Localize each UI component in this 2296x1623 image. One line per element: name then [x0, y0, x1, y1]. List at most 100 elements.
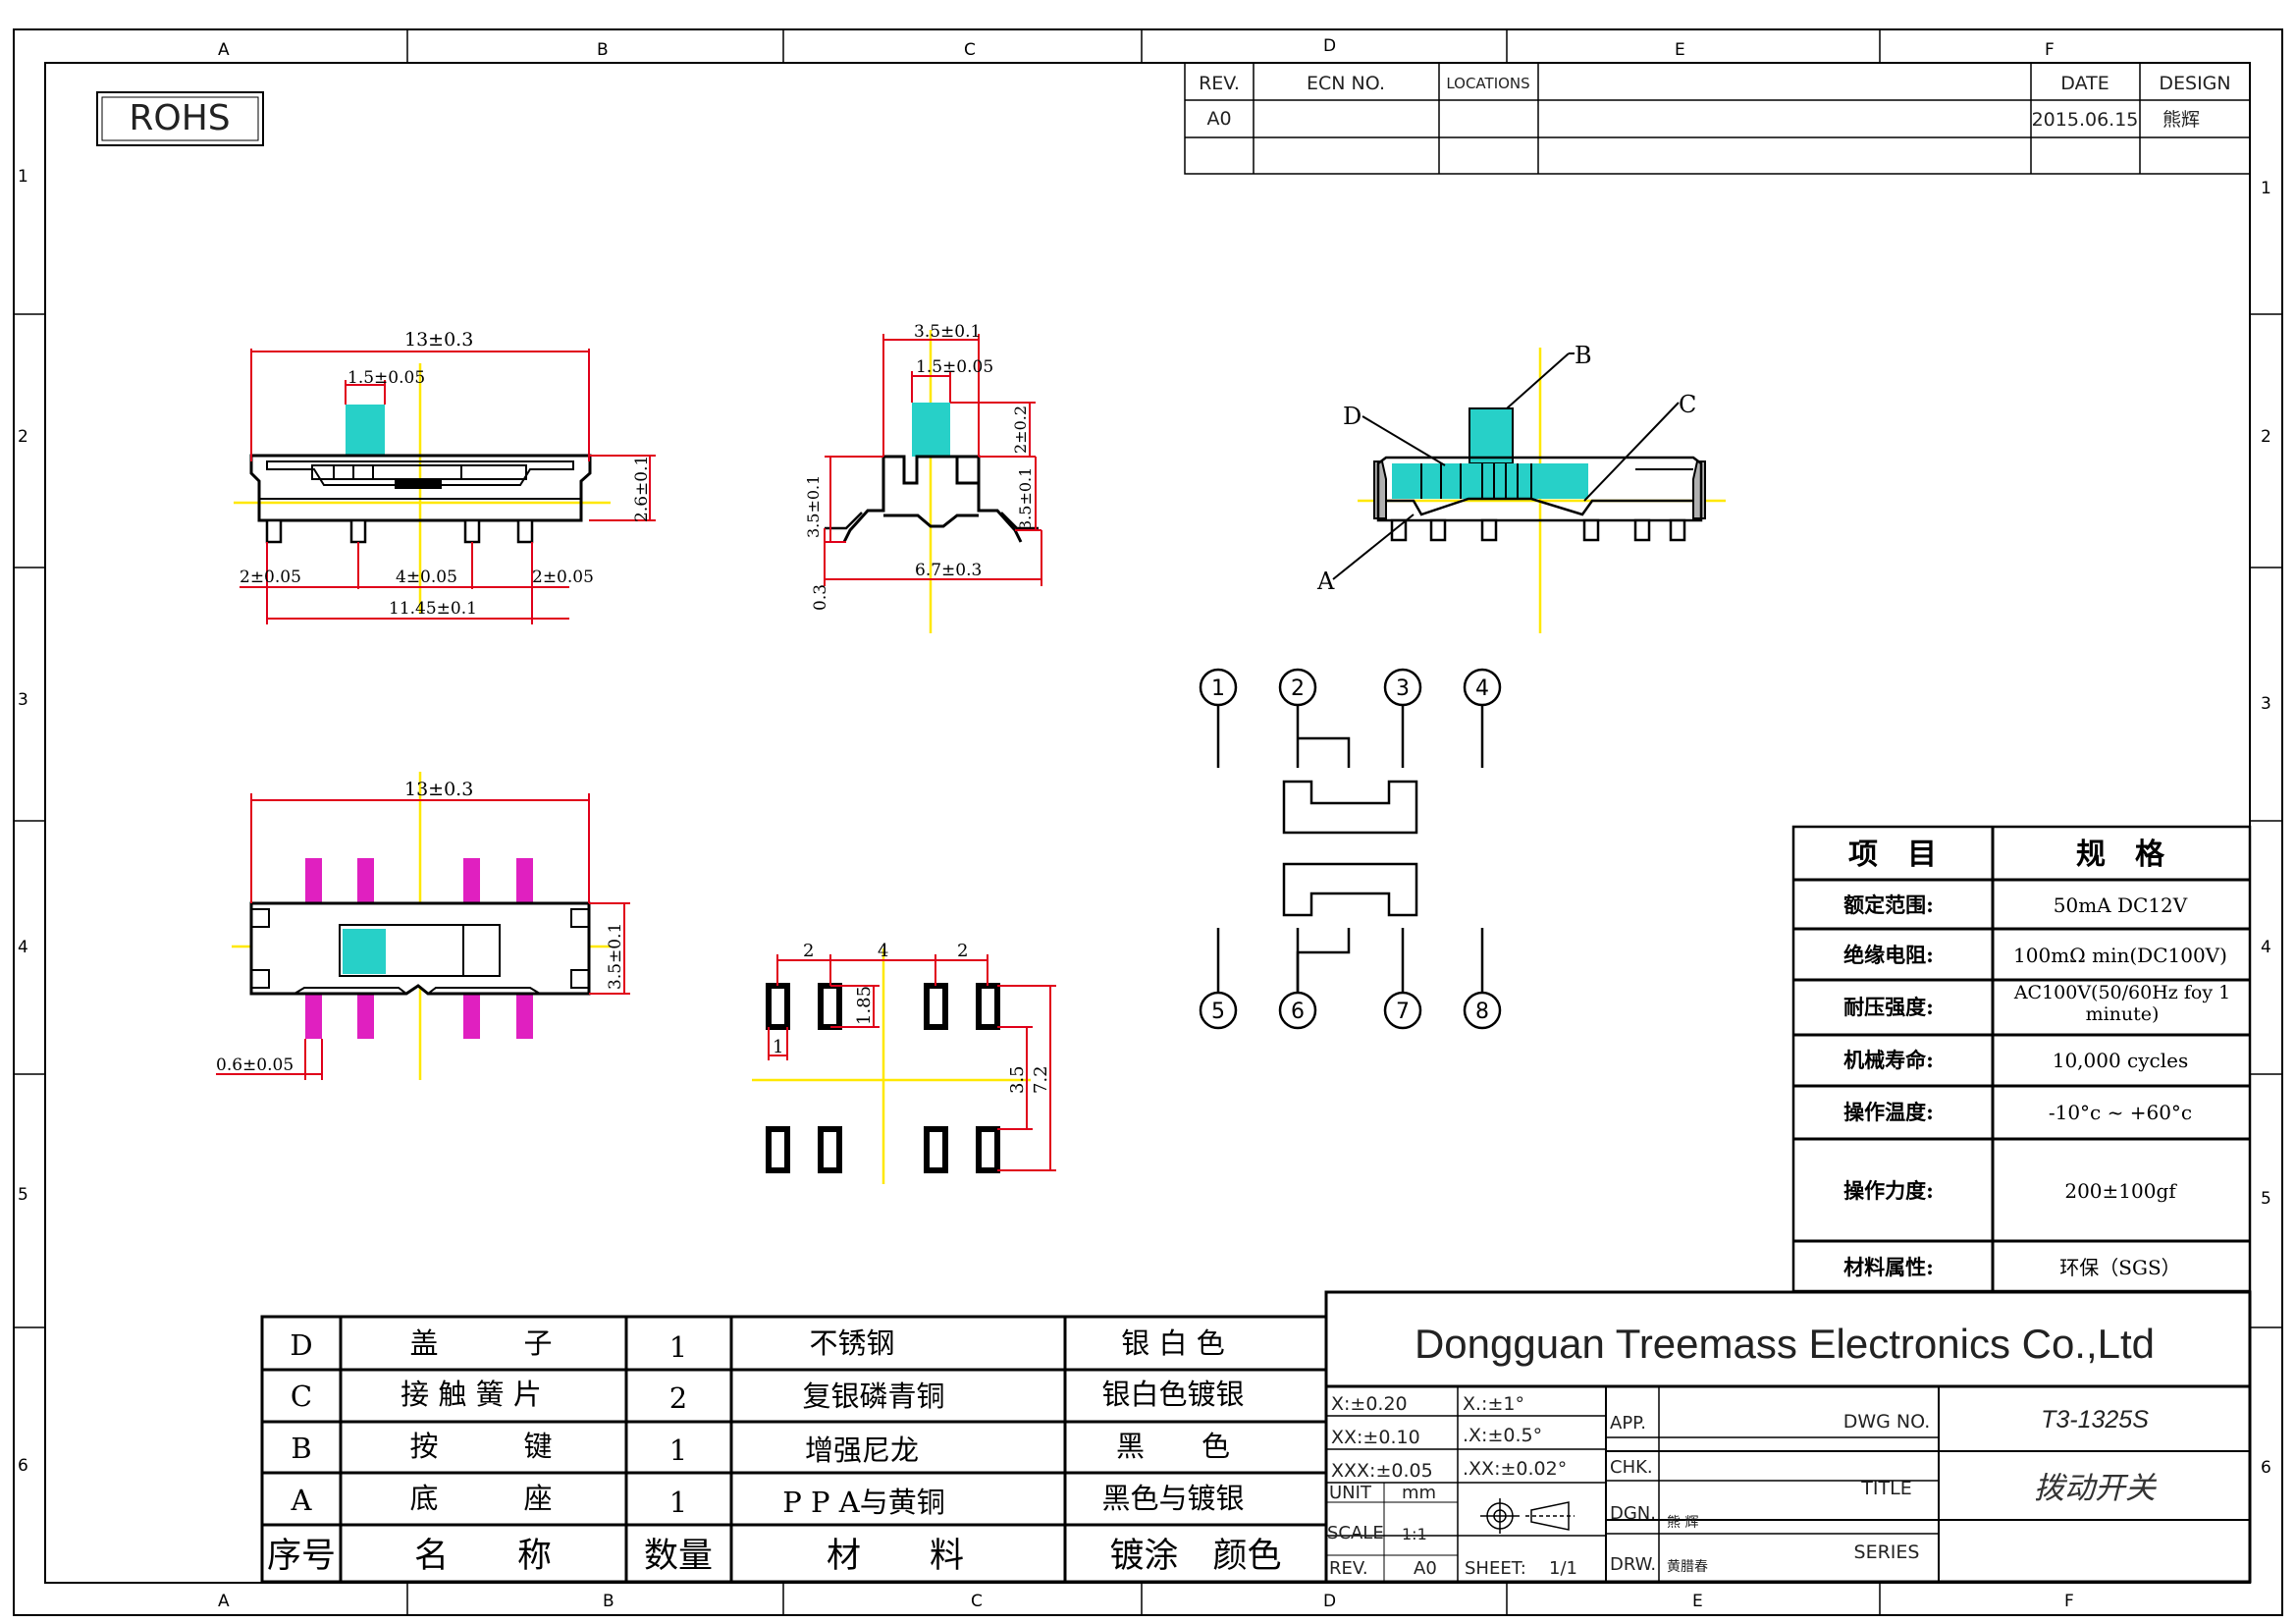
- callout-leaders: [1332, 352, 1680, 580]
- rev-header: REV.: [1199, 73, 1240, 94]
- pad-width-label: 1: [773, 1037, 783, 1057]
- bom-row-material: 复银磷青铜: [802, 1380, 944, 1413]
- zone-row-label: 1: [18, 167, 28, 187]
- spec-material-value: 环保（SGS）: [2059, 1256, 2180, 1279]
- side-button-label: 1.5±0.05: [916, 357, 993, 377]
- tolerance-angle-xxx: .XX:±0.02°: [1463, 1458, 1567, 1480]
- date-value: 2015.06.15: [2032, 109, 2139, 131]
- spec-withstand-value-box: AC100V(50/60Hz foy 1 minute): [2013, 982, 2231, 1025]
- bom-row-name: 接 触 簧 片: [400, 1378, 542, 1411]
- company-name: Dongguan Treemass Electronics Co.,Ltd: [1415, 1321, 2155, 1367]
- bom-header-name: 名 称: [414, 1537, 552, 1576]
- unit-label: UNIT: [1329, 1483, 1372, 1503]
- spec-rated-range-value: 50mA DC12V: [2054, 893, 2188, 917]
- bom-row-code: D: [290, 1328, 312, 1362]
- bom-header-material: 材 料: [827, 1537, 964, 1576]
- rohs-stamp: ROHS: [96, 91, 264, 146]
- zone-row-label: 3: [2261, 694, 2271, 714]
- projection-symbol: [1480, 1498, 1575, 1534]
- bom-row-finish: 黑色与镀银: [1101, 1482, 1244, 1515]
- zone-ticks: [14, 29, 2282, 1615]
- top-pin-label: 0.6±0.05: [216, 1055, 294, 1075]
- spec-temp-label: 操作温度:: [1843, 1100, 1934, 1124]
- side-view: 3.5±0.1 1.5±0.05 2±0.2 3.5±0.1 3.5±0.1 6…: [804, 322, 1042, 633]
- pin-4-label: 4: [1475, 676, 1489, 701]
- zone-col-label: D: [1323, 1592, 1336, 1611]
- bom-row-material: P P A与黄铜: [782, 1486, 944, 1519]
- bom-row-code: B: [291, 1432, 311, 1465]
- section-slider: [1392, 463, 1588, 499]
- zone-row-label: 5: [2261, 1189, 2271, 1209]
- zone-col-label: A: [218, 40, 230, 60]
- zone-labels-bottom: A B C D E F: [218, 1592, 2074, 1611]
- zone-row-label: 3: [18, 690, 28, 710]
- spec-rated-range-label: 额定范围:: [1843, 893, 1934, 917]
- bom-row-material: 不锈钢: [809, 1326, 894, 1360]
- ecn-header: ECN NO.: [1307, 73, 1385, 94]
- section-view: B C D A: [1316, 342, 1726, 633]
- zone-row-label: 2: [2261, 427, 2271, 447]
- zone-labels-left: 1 2 3 4 5 6: [18, 167, 28, 1476]
- sheet-label: SHEET:: [1465, 1558, 1526, 1579]
- revision-table: [1184, 62, 2251, 175]
- footprint-pads: [766, 983, 1000, 1173]
- side-base-label: 6.7±0.3: [915, 561, 982, 580]
- scale-value: 1:1: [1402, 1525, 1427, 1543]
- tolerance-xxx: XXX:±0.05: [1331, 1460, 1433, 1482]
- front-width-label: 13±0.3: [404, 329, 473, 351]
- side-button: [912, 403, 950, 457]
- zone-col-label: D: [1323, 36, 1336, 56]
- zone-col-label: F: [2045, 40, 2055, 60]
- design-header: DESIGN: [2159, 73, 2230, 94]
- top-width-label: 13±0.3: [404, 779, 473, 800]
- bom-row-qty: 1: [669, 1486, 687, 1519]
- title-block-text: Dongguan Treemass Electronics Co.,Ltd X:…: [1327, 1321, 2158, 1579]
- spec-force-label: 操作力度:: [1843, 1178, 1934, 1203]
- top-pins: [305, 858, 533, 1039]
- bom-row-code: C: [291, 1380, 312, 1413]
- pin-3-label: 3: [1396, 676, 1410, 701]
- spec-table-text: 项 目 规 格 额定范围: 50mA DC12V 绝缘电阻: 100mΩ min…: [1843, 838, 2231, 1279]
- bom-row-qty: 2: [669, 1381, 687, 1415]
- spec-withstand-label: 耐压强度:: [1843, 995, 1934, 1019]
- side-dimensions: [824, 334, 1042, 586]
- side-top-label: 3.5±0.1: [914, 322, 981, 342]
- pad-pitch-right-label: 2: [957, 941, 968, 961]
- spec-value-header: 规 格: [2076, 838, 2165, 872]
- zone-labels-top: A B C D E F: [218, 36, 2055, 60]
- zone-col-label: B: [597, 40, 609, 60]
- zone-col-label: E: [1675, 40, 1685, 60]
- spec-insulation-label: 绝缘电阻:: [1843, 943, 1934, 967]
- outer-border: [13, 28, 2283, 1616]
- front-right-pitch-label: 2±0.05: [532, 568, 594, 587]
- top-button: [343, 929, 386, 974]
- top-body: [249, 901, 591, 996]
- dgn-value: 熊 辉: [1667, 1515, 1698, 1531]
- rohs-label: ROHS: [129, 98, 230, 138]
- bom-header-finish: 镀涂 颜色: [1109, 1537, 1281, 1576]
- zone-col-label: C: [964, 40, 976, 60]
- zone-labels-right: 1 2 3 4 5 6: [2261, 179, 2271, 1478]
- dwg-no-value: T3-1325S: [2041, 1406, 2149, 1434]
- zone-col-label: B: [603, 1592, 614, 1611]
- app-label: APP.: [1610, 1413, 1646, 1434]
- locations-header: LOCATIONS: [1446, 75, 1529, 92]
- zone-row-label: 4: [2261, 938, 2271, 957]
- pcb-footprint: 2 4 2 1.85 1 3.5 7.2: [752, 941, 1056, 1184]
- spec-withstand-value: AC100V(50/60Hz foy 1 minute): [2013, 982, 2231, 1025]
- pad-inner-label: 3.5: [1007, 1065, 1028, 1094]
- zone-col-label: A: [218, 1592, 230, 1611]
- spec-force-value: 200±100gf: [2064, 1179, 2177, 1203]
- spec-table: [1791, 825, 2252, 1293]
- spec-mech-life-label: 机械寿命:: [1843, 1048, 1934, 1072]
- pin-2-label: 2: [1291, 676, 1305, 701]
- top-depth-label: 3.5±0.1: [606, 923, 625, 990]
- callout-c: C: [1679, 391, 1696, 418]
- bom-row-finish: 银 白 色: [1121, 1326, 1224, 1360]
- front-height-label: 2.6±0.1: [632, 456, 652, 522]
- tolerance-x: X:±0.20: [1331, 1393, 1408, 1415]
- bom-header-code: 序号: [267, 1537, 336, 1576]
- bom-row-name: 底 座: [409, 1482, 552, 1515]
- front-button-label: 1.5±0.05: [347, 368, 425, 388]
- spec-temp-value: -10°c ~ +60°c: [2049, 1101, 2192, 1124]
